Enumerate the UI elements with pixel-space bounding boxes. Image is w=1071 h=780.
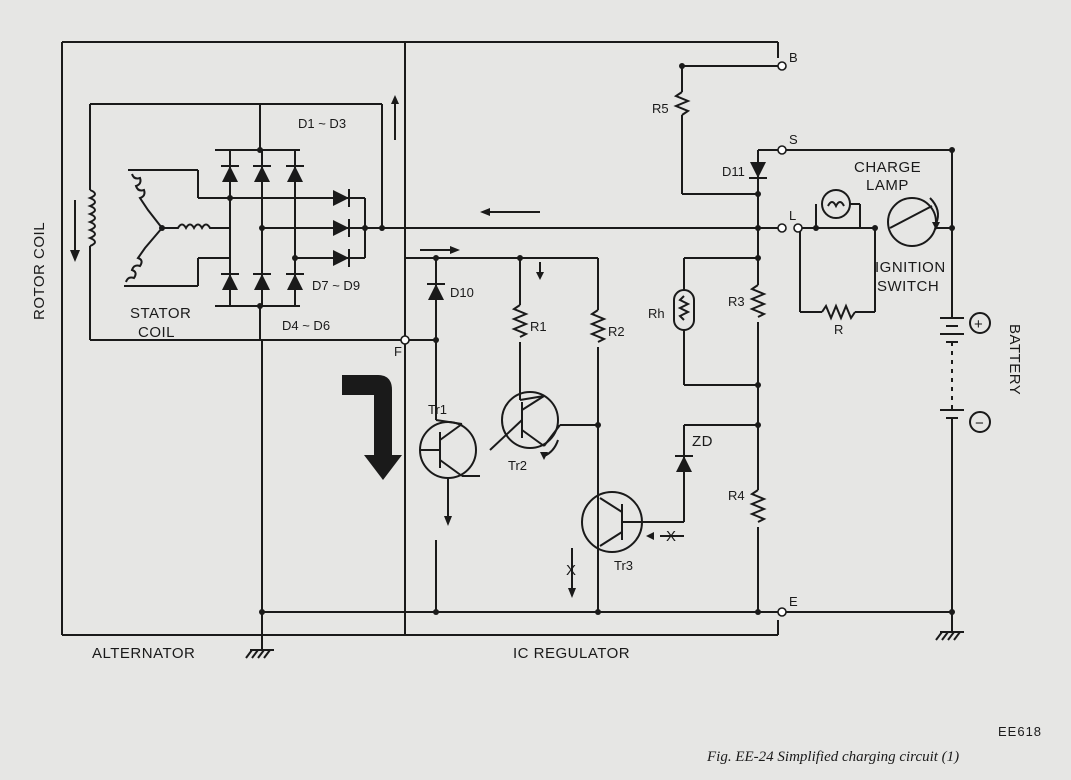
alternator-box bbox=[61, 41, 405, 636]
d1-d3-label: D1 ~ D3 bbox=[298, 116, 346, 131]
d4-d6-label: D4 ~ D6 bbox=[282, 318, 330, 333]
r3-label: R3 bbox=[728, 294, 745, 309]
charge-lamp-label-2: LAMP bbox=[866, 177, 909, 194]
diode-bridge bbox=[215, 104, 385, 340]
r1-label: R1 bbox=[530, 319, 547, 334]
rotor-coil bbox=[70, 103, 405, 341]
stator-coil-label-2: COIL bbox=[138, 324, 175, 341]
ic-regulator-label: IC REGULATOR bbox=[513, 645, 630, 662]
ic-regulator-box bbox=[404, 41, 779, 636]
figure-code: EE618 bbox=[998, 724, 1042, 739]
transistor-tr1 bbox=[419, 419, 480, 526]
d10-label: D10 bbox=[450, 285, 474, 300]
charge-lamp-label-1: CHARGE bbox=[854, 159, 921, 176]
divider-chain bbox=[673, 228, 767, 612]
b-s-branch bbox=[673, 63, 782, 231]
terminal-points bbox=[400, 61, 803, 617]
battery-plus-label: + bbox=[974, 316, 983, 333]
tr3-label: Tr3 bbox=[614, 558, 633, 573]
stator-coil bbox=[124, 169, 230, 287]
resistor-r1 bbox=[511, 258, 544, 400]
r5-label: R5 bbox=[652, 101, 669, 116]
x-label-2: X bbox=[566, 562, 577, 579]
d10-branch bbox=[405, 255, 445, 420]
zd-label: ZD bbox=[692, 433, 713, 450]
ignition-switch-label-1: IGNITION bbox=[875, 259, 946, 276]
ground-bus bbox=[245, 340, 778, 659]
r-label: R bbox=[834, 322, 843, 337]
terminal-f-label: F bbox=[394, 344, 402, 359]
terminal-s-label: S bbox=[789, 132, 798, 147]
tr1-label: Tr1 bbox=[428, 402, 447, 417]
battery-label: BATTERY bbox=[1006, 324, 1023, 395]
figure-caption: Fig. EE-24 Simplified charging circuit (… bbox=[706, 749, 959, 765]
d7-d9-label: D7 ~ D9 bbox=[312, 278, 360, 293]
stator-coil-label-1: STATOR bbox=[130, 305, 191, 322]
rotor-coil-label: ROTOR COIL bbox=[31, 222, 48, 320]
transistor-tr3 bbox=[568, 425, 684, 598]
r4-label: R4 bbox=[728, 488, 745, 503]
transistor-tr2 bbox=[489, 391, 561, 460]
tr2-label: Tr2 bbox=[508, 458, 527, 473]
rh-label: Rh bbox=[648, 306, 665, 321]
terminal-b-label: B bbox=[789, 50, 798, 65]
r2-label: R2 bbox=[608, 324, 625, 339]
current-flow-arrow bbox=[342, 375, 402, 480]
alternator-label: ALTERNATOR bbox=[92, 645, 195, 662]
d11-label: D11 bbox=[722, 164, 745, 179]
battery-minus-label: − bbox=[975, 415, 984, 432]
terminal-l-label: L bbox=[789, 208, 796, 223]
x-label-1: X bbox=[666, 528, 677, 545]
terminal-e-label: E bbox=[789, 594, 798, 609]
external-circuit bbox=[782, 147, 991, 641]
ignition-switch-label-2: SWITCH bbox=[877, 278, 939, 295]
main-bus bbox=[260, 95, 778, 261]
